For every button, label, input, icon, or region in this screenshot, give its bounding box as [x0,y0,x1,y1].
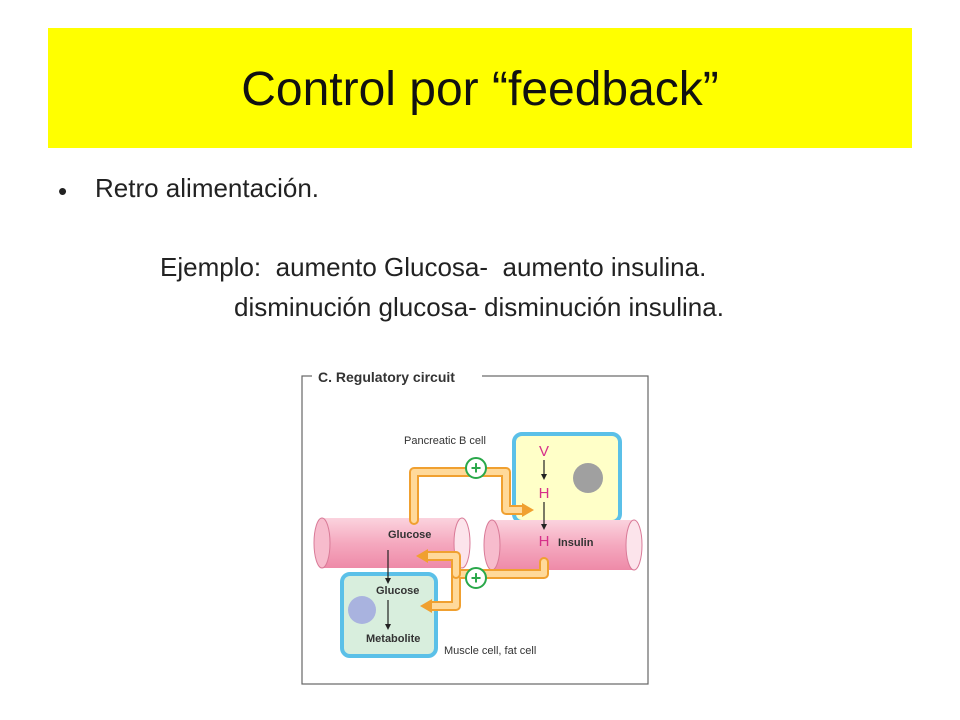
glucose-entry-arrowhead [385,578,391,584]
insulin-vessel [492,520,634,570]
panel-title: C. Regulatory circuit [318,369,455,385]
v-to-h-arrowhead [541,474,547,480]
plus-bottom: + [471,568,482,588]
arrowhead-to-muscle [420,599,432,613]
panel-title-bg [312,366,482,386]
insulin-vessel-left-end [483,519,501,571]
bullet-text: Retro alimentación. [95,173,319,203]
metabolite-arrowhead [385,624,391,630]
glucose-vessel-left-end [313,517,331,569]
title-bar: Control por “feedback” [48,28,912,148]
glucose-vessel-label: Glucose [388,529,431,541]
muscle-nucleus-icon [348,596,376,624]
glucose-to-pancreas-path [411,469,525,523]
muscle-cell [340,572,438,658]
arrowhead-to-glucose [416,549,428,563]
flow-arrows [409,467,549,611]
arrowhead-to-pancreas [522,503,534,517]
h-label-top: H [539,485,550,502]
h-to-h-arrowhead [541,524,547,530]
metabolite-label: Metabolite [366,633,420,645]
plus-top-icon [465,457,487,479]
v-label: V [539,443,549,460]
pancreas-nucleus-icon [573,463,603,493]
example-line-2: disminución glucosa- disminución insulin… [234,292,724,322]
h-label-bottom: H [539,533,550,550]
glucose-return-path [425,553,459,577]
muscle-cell-label: Muscle cell, fat cell [444,645,536,657]
insulin-vessel-right-end [625,519,643,571]
regulatory-circuit-diagram: C. Regulatory circuit Pancreatic B cell … [301,366,649,685]
example-line-1: Ejemplo: aumento Glucosa- aumento insuli… [160,252,707,282]
pancreatic-cell-label: Pancreatic B cell [404,435,486,447]
bullet-marker: • [58,176,68,206]
muscle-glucose-label: Glucose [376,585,419,597]
plus-bottom-icon [465,567,487,589]
plus-top: + [471,458,482,478]
insulin-vessel-label: Insulin [558,537,594,549]
slide-title: Control por “feedback” [241,63,719,116]
